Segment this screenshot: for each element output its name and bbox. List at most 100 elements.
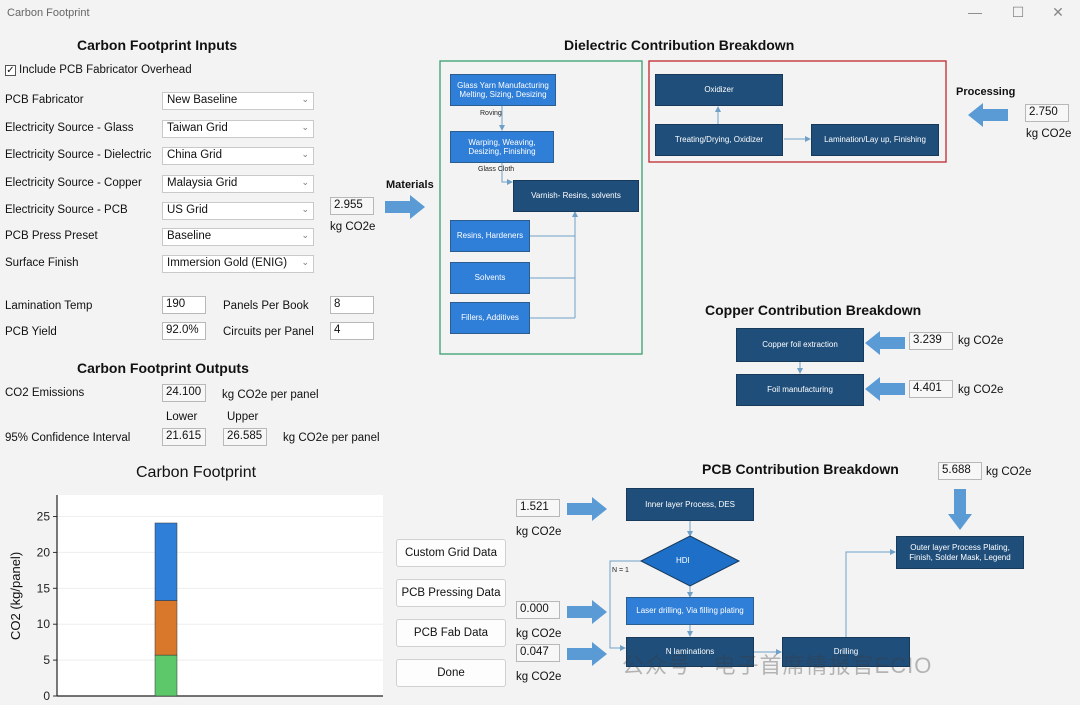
foil-extraction-unit: kg CO2e: [958, 335, 1004, 347]
processing-frame: [648, 60, 947, 163]
plot-area: [57, 495, 383, 696]
input-select-value: New Baseline: [167, 94, 238, 106]
window-title: Carbon Footprint: [7, 7, 90, 19]
co2-value: 24.100: [162, 384, 206, 402]
drilling-node: Drilling: [782, 637, 910, 667]
pcb-yield-input[interactable]: 92.0%: [162, 322, 206, 340]
chevron-down-icon: ⌄: [301, 204, 309, 214]
watermark-text: 公众号 · 电子首席情报官ECIO: [622, 653, 933, 678]
input-select-value: US Grid: [167, 204, 208, 216]
lamination-arrow: [567, 642, 607, 666]
n-laminations-node: N laminations: [626, 637, 754, 667]
done-button[interactable]: Done: [396, 659, 506, 687]
materials-frame: [439, 60, 643, 355]
laser-arrow: [567, 600, 607, 624]
outer-layer-unit: kg CO2e: [986, 466, 1032, 478]
input-label-5: PCB Press Preset: [5, 230, 98, 242]
lamination-unit: kg CO2e: [516, 671, 562, 683]
hdi-diamond: [639, 535, 741, 587]
chart-title: Carbon Footprint: [136, 464, 257, 481]
y-tick-label: 10: [37, 617, 51, 631]
foil-manufacturing-unit: kg CO2e: [958, 384, 1004, 396]
input-select-value: Malaysia Grid: [167, 177, 238, 189]
foil-manufacturing-node: Foil manufacturing: [736, 374, 864, 406]
outer-layer-arrow: [948, 489, 972, 530]
pcb-title: PCB Contribution Breakdown: [702, 461, 899, 477]
close-icon[interactable]: ✕: [1052, 4, 1064, 20]
foil-manufacturing-arrow: [865, 377, 905, 401]
input-select-value: Baseline: [167, 230, 212, 242]
pcb-fab-data-button[interactable]: PCB Fab Data: [396, 619, 506, 647]
overhead-checkbox[interactable]: ✓: [5, 65, 16, 76]
input-select-6[interactable]: Immersion Gold (ENIG) ⌄: [162, 255, 314, 273]
laser-drilling-node: Laser drilling, Via filling plating: [626, 597, 754, 625]
input-select-1[interactable]: Taiwan Grid ⌄: [162, 120, 314, 138]
chevron-down-icon: ⌄: [301, 122, 309, 132]
lamination-temp-label: Lamination Temp: [5, 300, 93, 312]
outer-layer-node: Outer layer Process Plating, Finish, Sol…: [896, 536, 1024, 569]
input-select-3[interactable]: Malaysia Grid⌄: [162, 175, 314, 193]
foil-extraction-arrow: [865, 331, 905, 355]
overhead-checkbox-label: Include PCB Fabricator Overhead: [19, 64, 192, 76]
dielectric-title: Dielectric Contribution Breakdown: [564, 37, 795, 53]
hdi-label: HDI: [676, 556, 690, 565]
foil-extraction-value: 3.239: [909, 332, 953, 350]
input-select-2[interactable]: China Grid ⌄: [162, 147, 314, 165]
inner-layer-unit: kg CO2e: [516, 526, 562, 538]
chevron-down-icon: ⌄: [301, 230, 309, 240]
panels-per-book-input[interactable]: 8: [330, 296, 374, 314]
processing-unit: kg CO2e: [1026, 128, 1072, 140]
input-label-2: Electricity Source - Dielectric: [5, 149, 152, 161]
y-tick-label: 25: [37, 510, 51, 524]
fillers-node: Fillers, Additives: [450, 302, 530, 334]
oxidizer-node: Oxidizer: [655, 74, 783, 106]
glass-yarn-node: Glass Yarn Manufacturing Melting, Sizing…: [450, 74, 556, 106]
inputs-title: Carbon Footprint Inputs: [77, 37, 238, 53]
resins-node: Resins, Hardeners: [450, 220, 530, 252]
laser-unit: kg CO2e: [516, 628, 562, 640]
input-select-value: China Grid: [167, 149, 222, 161]
ci-lower-value: 21.615: [162, 428, 206, 446]
maximize-icon[interactable]: ☐: [1011, 4, 1025, 20]
y-tick-label: 20: [37, 545, 51, 559]
input-select-value: Taiwan Grid: [167, 122, 228, 134]
n-eq-1-label: N = 1: [612, 567, 629, 574]
input-select-5[interactable]: Baseline ⌄: [162, 228, 314, 246]
input-select-0[interactable]: New Baseline ⌄: [162, 92, 314, 110]
y-tick-label: 15: [37, 581, 51, 595]
panels-per-book-label: Panels Per Book: [223, 300, 309, 312]
materials-value: 2.955: [330, 197, 374, 215]
input-select-4[interactable]: US Grid ⌄: [162, 202, 314, 220]
input-label-1: Electricity Source - Glass: [5, 122, 134, 134]
processing-label: Processing: [956, 86, 1016, 98]
ci-unit: kg CO2e per panel: [283, 432, 380, 444]
chevron-down-icon: ⌄: [301, 149, 309, 159]
processing-arrow: [968, 103, 1008, 127]
ci-label: 95% Confidence Interval: [5, 432, 131, 444]
pcb-pressing-data-button[interactable]: PCB Pressing Data: [396, 579, 506, 607]
ci-lower-label: Lower: [166, 411, 198, 423]
circuits-per-panel-input[interactable]: 4: [330, 322, 374, 340]
processing-value: 2.750: [1025, 104, 1069, 122]
glass-cloth-label: Glass Cloth: [478, 166, 515, 173]
outer-layer-value: 5.688: [938, 462, 982, 480]
copper-title: Copper Contribution Breakdown: [705, 302, 922, 318]
warping-node: Warping, Weaving, Desizing, Finishing: [450, 131, 554, 163]
roving-label: Roving: [480, 110, 502, 117]
checkmark-icon: ✓: [6, 65, 15, 76]
materials-arrow: [385, 195, 425, 219]
chevron-down-icon: ⌄: [301, 257, 309, 267]
y-tick-label: 5: [43, 653, 50, 667]
minimize-icon[interactable]: —: [968, 4, 982, 20]
laser-value: 0.000: [516, 601, 560, 619]
inner-layer-arrow: [567, 497, 607, 521]
custom-grid-data-button[interactable]: Custom Grid Data: [396, 539, 506, 567]
input-select-value: Immersion Gold (ENIG): [167, 257, 288, 269]
chevron-down-icon: ⌄: [301, 94, 309, 104]
foil-manufacturing-value: 4.401: [909, 380, 953, 398]
input-label-0: PCB Fabricator: [5, 94, 84, 106]
lamination-temp-input[interactable]: 190: [162, 296, 206, 314]
input-label-3: Electricity Source - Copper: [5, 177, 142, 189]
